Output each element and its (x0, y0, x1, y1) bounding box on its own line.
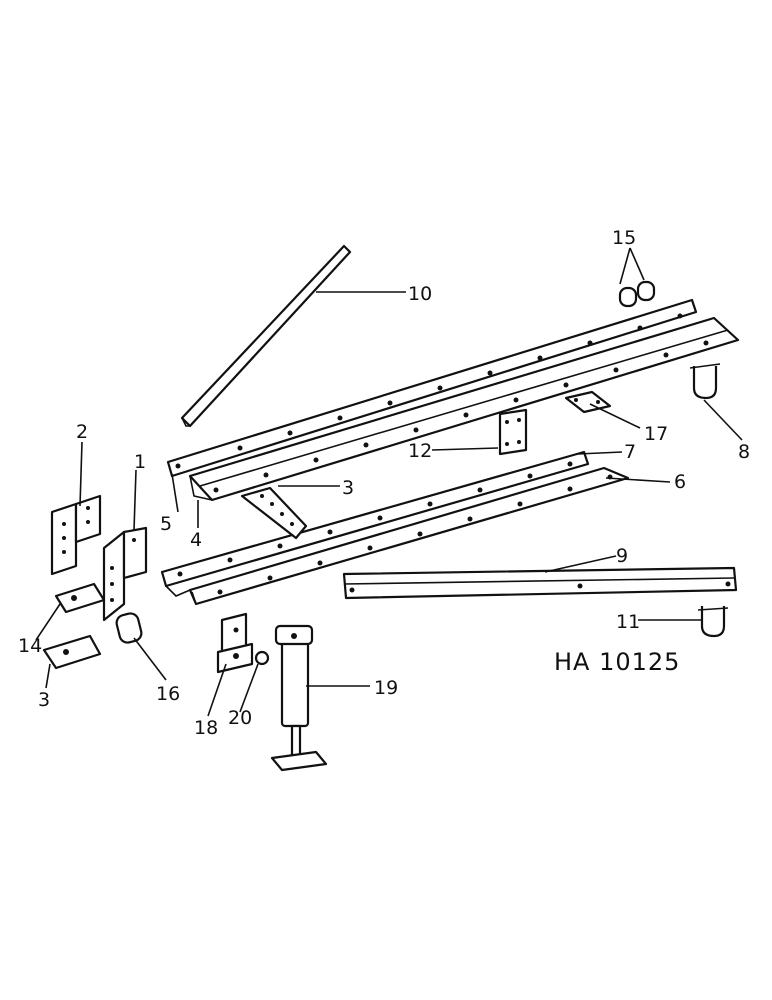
callout-20: 20 (228, 707, 252, 729)
part-2-bracket (50, 494, 102, 576)
callout-18: 18 (194, 717, 218, 739)
callout-12: 12 (408, 440, 432, 462)
part-16-sleeve (115, 612, 143, 644)
part-12-plate (498, 408, 528, 456)
callout-9: 9 (616, 545, 628, 567)
drawing-reference: HA 10125 (554, 648, 680, 676)
callout-2: 2 (76, 421, 88, 443)
callout-7: 7 (624, 441, 636, 463)
callout-5: 5 (160, 513, 172, 535)
part-8-u-bolt (689, 363, 721, 400)
callout-1: 1 (134, 451, 146, 473)
part-11-u-bolt (697, 606, 729, 638)
part-9-angle-bar (342, 566, 738, 600)
part-19-jack (270, 624, 328, 772)
callout-14: 14 (18, 635, 42, 657)
part-15-bushings (618, 280, 656, 308)
part-20-pin (254, 650, 270, 666)
callout-17: 17 (644, 423, 668, 445)
part-3-gusset (240, 486, 308, 540)
callout-16: 16 (156, 683, 180, 705)
callout-10: 10 (408, 283, 432, 305)
part-1-bracket (102, 526, 148, 622)
callout-3-clevis: 3 (38, 689, 50, 711)
part-14-clevis (54, 582, 106, 614)
leader-lines (35, 247, 743, 717)
callout-8: 8 (738, 441, 750, 463)
part-17-plate (564, 390, 612, 414)
callout-3-gusset: 3 (342, 477, 354, 499)
part-10-brace (180, 244, 352, 428)
callout-19: 19 (374, 677, 398, 699)
callout-15: 15 (612, 227, 636, 249)
callout-4: 4 (190, 529, 202, 551)
callout-6: 6 (674, 471, 686, 493)
rail-holes-upper (175, 313, 709, 493)
callout-11: 11 (616, 611, 640, 633)
part-4-5-upper-rail (166, 298, 740, 502)
part-13-clevis (42, 634, 102, 670)
part-18-bracket (216, 612, 254, 674)
